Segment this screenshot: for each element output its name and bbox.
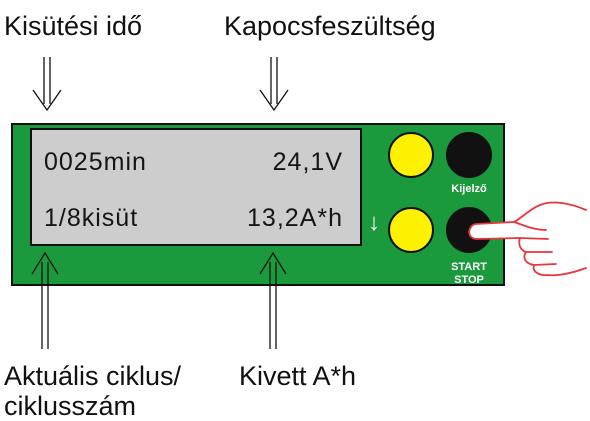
down-arrow-discharge-icon: [32, 57, 62, 112]
lcd-voltage-readout: 24,1V: [272, 148, 343, 176]
down-arrow-icon: ↓: [368, 209, 380, 236]
pointing-hand-icon: [468, 201, 587, 277]
up-arrow-cycle-icon: [31, 251, 59, 349]
current-cycle-label: Aktuális ciklus/: [4, 361, 182, 391]
lcd-screen: 0025min 24,1V 1/8kisüt 13,2A*h: [30, 128, 362, 246]
display-button[interactable]: [446, 132, 492, 178]
up-arrow-amphours-icon: [259, 251, 287, 349]
yellow-button-top[interactable]: [388, 132, 434, 178]
stop-label: STOP: [454, 274, 484, 286]
down-arrow-voltage-icon: [259, 57, 289, 112]
cycle-count-label: ciklusszám: [4, 391, 137, 421]
start-label: START: [451, 261, 487, 273]
lcd-cycle-readout: 1/8kisüt: [44, 204, 139, 232]
display-button-label: Kijelző: [451, 183, 487, 195]
lcd-amphours-readout: 13,2A*h: [247, 204, 343, 232]
yellow-button-down[interactable]: [388, 207, 434, 253]
terminal-voltage-label: Kapocsfeszültség: [224, 11, 436, 41]
lcd-minutes-readout: 0025min: [44, 148, 147, 176]
discharge-time-label: Kisütési idő: [4, 11, 143, 41]
drawn-amphours-label: Kivett A*h: [239, 361, 357, 391]
device-panel: 0025min 24,1V 1/8kisüt 13,2A*h Kijelző ↓…: [11, 123, 505, 286]
